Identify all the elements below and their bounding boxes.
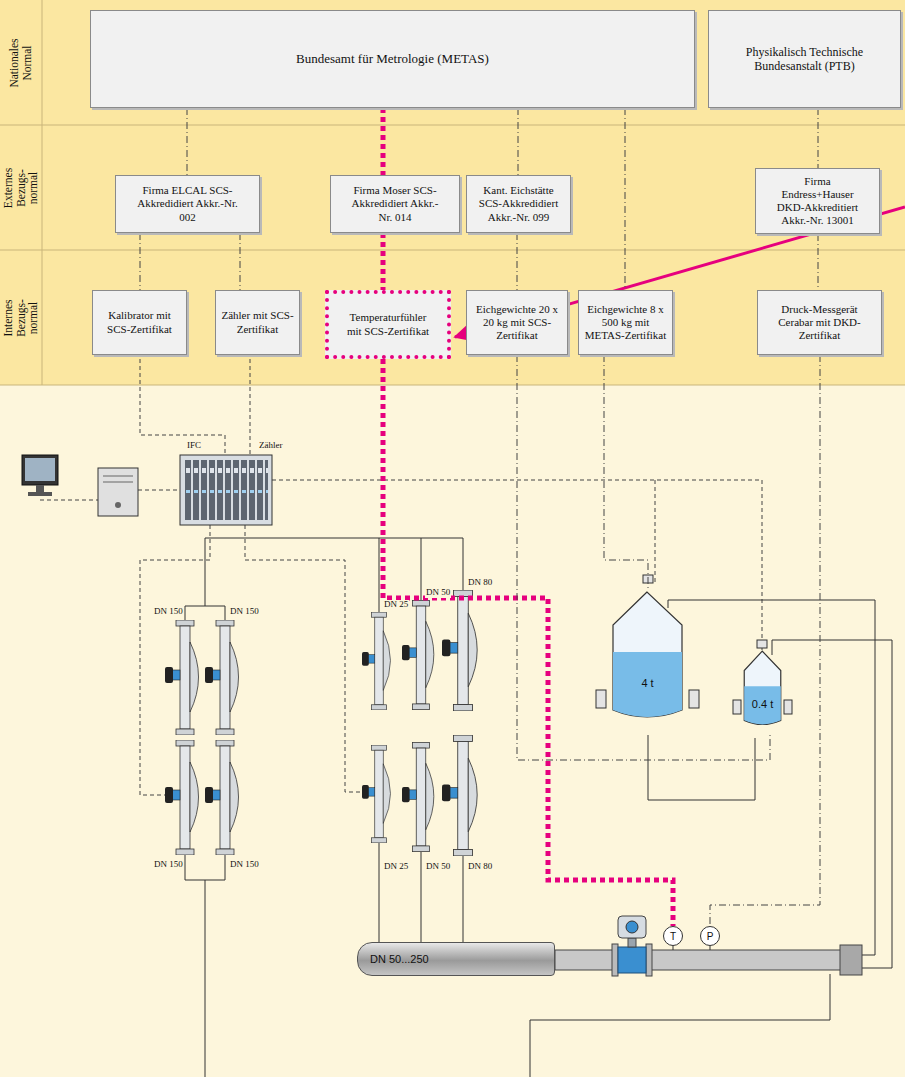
- standard-box: Physikalisch Technische Bundesanstalt (P…: [708, 10, 901, 108]
- tank-outline: [605, 590, 690, 735]
- lab-box: Kant. Eichstätte SCS-Akkredidiert Akkr.-…: [466, 175, 571, 233]
- reference-box: Eichgewichte 8 x 500 kg mit METAS-Zertif…: [578, 290, 673, 355]
- traceability-line: [818, 234, 819, 290]
- traceability-line: [604, 355, 648, 590]
- node-text: Firma Moser SCS-Akkredidiert Akkr.-Nr. 0…: [349, 184, 441, 224]
- ifc-rack: [180, 455, 272, 525]
- node-text: Eichgewichte 8 x 500 kg mit METAS-Zertif…: [584, 303, 667, 343]
- sensor-circle: P: [700, 926, 720, 946]
- level-band: Kalibrator mit SCS-Zertifikat Zähler mit …: [0, 250, 905, 385]
- node-text: P: [707, 931, 714, 942]
- tank-outline: [740, 650, 785, 735]
- standard-box: Bundesamt für Metrologie (METAS): [90, 10, 695, 108]
- node-text: Kalibrator mit SCS-Zertifikat: [101, 309, 178, 335]
- node-text: 4 t: [641, 677, 653, 689]
- part-label: Zähler: [258, 441, 283, 451]
- traceability-line: [625, 108, 626, 290]
- traceability-line: [518, 108, 519, 175]
- part-label: DN 50: [425, 588, 451, 598]
- reference-box: Eichgewichte 20 x 20 kg mit SCS-Zertifik…: [466, 290, 568, 355]
- traceability-line: [517, 233, 518, 290]
- signal-wire: [40, 359, 762, 795]
- test-line: [555, 916, 862, 976]
- part-label: IFC: [186, 441, 202, 451]
- traceability-line: [517, 355, 770, 760]
- flow-meter: [165, 590, 477, 856]
- pipework: [185, 538, 892, 1077]
- computer: [22, 455, 138, 516]
- lab-box: Firma Endress+Hauser DKD-Akkreditiert Ak…: [755, 168, 880, 234]
- traceability-line: [710, 355, 820, 926]
- tank-water: [744, 686, 781, 724]
- level-band: Firma ELCAL SCS-Akkredidiert Akkr.-Nr. 0…: [0, 125, 905, 250]
- node-text: Physikalisch Technische Bundesanstalt (P…: [714, 45, 895, 74]
- tank-body: [744, 651, 781, 724]
- reference-box: Zähler mit SCS-Zertifikat: [215, 290, 300, 355]
- part-label: DN 150: [153, 607, 184, 617]
- reference-box: Temperaturfühler mit SCS-Zertifikat: [325, 290, 451, 359]
- part-label: DN 150: [229, 860, 260, 870]
- trace-path: [381, 233, 386, 290]
- node-text: Firma ELCAL SCS-Akkredidiert Akkr.-Nr. 0…: [136, 184, 239, 224]
- level-label: Internes Bezugs-normal: [2, 283, 40, 353]
- pipe-section: DN 50...250: [357, 942, 555, 976]
- weigh-tank: 0.4 t: [740, 650, 785, 735]
- traceability-line: [818, 108, 819, 168]
- tank-water: [613, 652, 682, 717]
- level-label: Externes Bezugs-normal: [2, 153, 40, 223]
- node-text: Firma Endress+Hauser DKD-Akkreditiert Ak…: [768, 175, 867, 228]
- part-label: DN 150: [153, 860, 184, 870]
- node-text: DN 50...250: [370, 953, 429, 965]
- node-text: Kant. Eichstätte SCS-Akkredidiert Akkr.-…: [473, 184, 564, 224]
- lab-box: Firma ELCAL SCS-Akkredidiert Akkr.-Nr. 0…: [115, 175, 260, 233]
- part-label: DN 50: [425, 862, 451, 872]
- level-band: Bundesamt für Metrologie (METAS) Physikal…: [0, 0, 905, 125]
- weigh-tank: 4 t: [605, 590, 690, 735]
- node-text: Druck-Messgerät Cerabar mit DKD-Zertifik…: [772, 303, 867, 343]
- node-text: Zähler mit SCS-Zertifikat: [221, 309, 294, 335]
- node-text: T: [670, 931, 676, 942]
- part-label: DN 25: [383, 600, 409, 610]
- traceability-line: [240, 233, 241, 290]
- trace-path: [381, 108, 386, 175]
- reference-box: Kalibrator mit SCS-Zertifikat: [92, 290, 187, 355]
- part-label: DN 80: [467, 862, 493, 872]
- part-label: DN 25: [383, 862, 409, 872]
- node-text: 0.4 t: [752, 698, 773, 710]
- traceability-line: [187, 108, 188, 175]
- band-ground: [0, 0, 905, 385]
- reference-box: Druck-Messgerät Cerabar mit DKD-Zertifik…: [757, 290, 882, 355]
- band-rule: [0, 0, 905, 385]
- traceability-line: [140, 233, 141, 290]
- part-label: DN 80: [467, 578, 493, 588]
- sensor-circle: T: [663, 926, 683, 946]
- node-text: Temperaturfühler mit SCS-Zertifikat: [343, 311, 433, 337]
- level-label: Nationales Normal: [8, 28, 33, 98]
- tank-body: [613, 592, 682, 717]
- lab-box: Firma Moser SCS-Akkredidiert Akkr.-Nr. 0…: [330, 175, 460, 233]
- part-label: DN 150: [229, 607, 260, 617]
- node-text: Eichgewichte 20 x 20 kg mit SCS-Zertifik…: [472, 303, 562, 343]
- node-text: Bundesamt für Metrologie (METAS): [96, 51, 689, 67]
